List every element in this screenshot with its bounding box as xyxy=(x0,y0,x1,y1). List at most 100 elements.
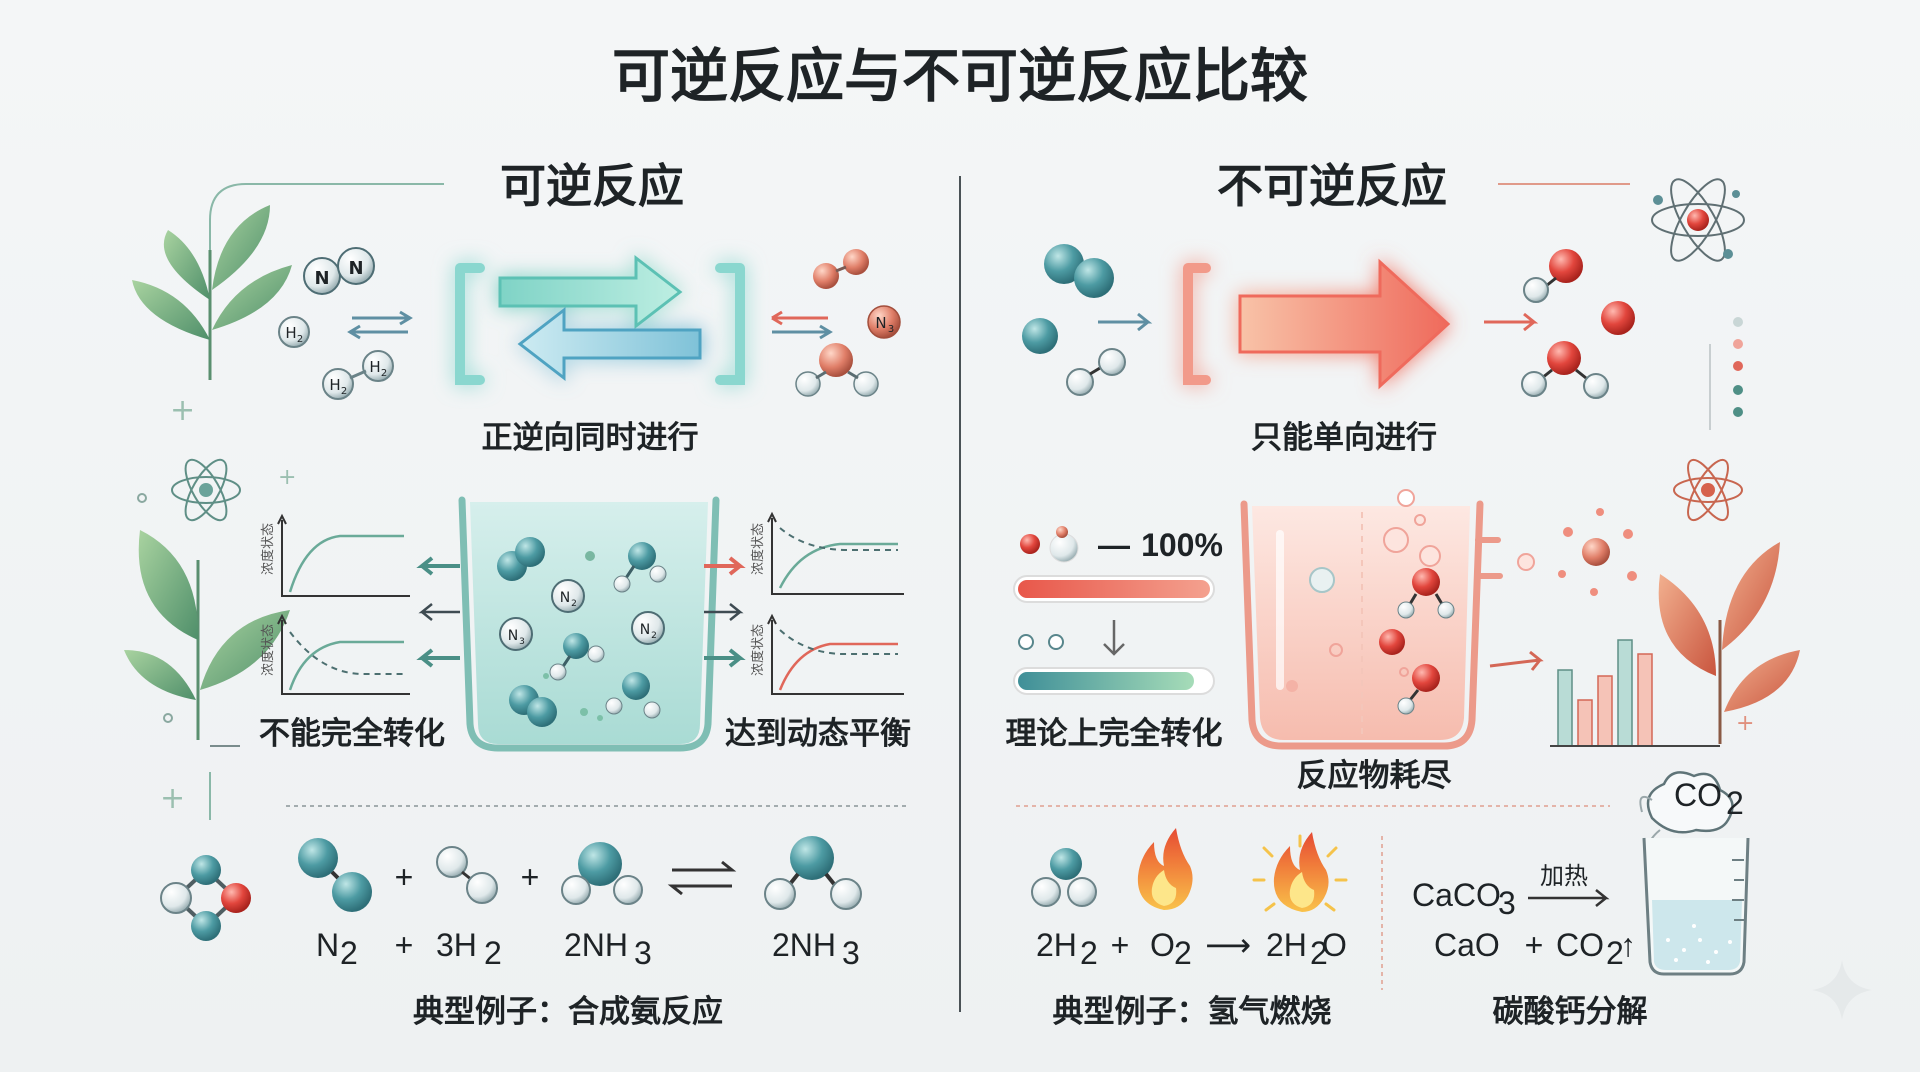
full-conversion-percent: 100% xyxy=(1141,527,1223,563)
svg-text:N: N xyxy=(875,314,886,332)
plus-icon: + xyxy=(278,465,296,490)
svg-text:H: H xyxy=(369,358,380,376)
svg-text:N: N xyxy=(560,590,570,606)
n2-molecule-icon xyxy=(298,838,372,912)
plus-sign: + xyxy=(521,859,540,895)
svg-text:3: 3 xyxy=(634,935,652,971)
small-double-arrow-icon xyxy=(771,310,833,340)
water-molecule-icon xyxy=(1523,249,1583,303)
svg-text:N: N xyxy=(348,258,363,279)
molecule-icon xyxy=(1020,534,1040,554)
svg-text:+: + xyxy=(395,927,414,963)
concentration-graph: 浓度状态 xyxy=(750,613,904,695)
svg-text:+: + xyxy=(1525,927,1544,963)
flame-icon xyxy=(1137,828,1193,910)
svg-text:2: 2 xyxy=(1310,935,1328,971)
full-conversion-label: 理论上完全转化 xyxy=(1006,716,1223,752)
mini-bar-chart-icon xyxy=(1550,639,1720,747)
scatter-dots-icon xyxy=(1517,508,1637,596)
dot-icon xyxy=(163,713,173,723)
concentration-graph: 浓度状态 xyxy=(750,511,904,595)
svg-text:2: 2 xyxy=(1606,935,1624,971)
synthesis-equation: N 2 + 3H 2 2NH 3 2NH 3 xyxy=(316,927,860,971)
irreversible-subtitle: 只能单向进行 xyxy=(1251,420,1437,456)
n3-molecule: N 3 xyxy=(867,305,901,339)
svg-text:2: 2 xyxy=(571,599,577,609)
dots-column-icon xyxy=(1733,317,1743,417)
reversible-example: 典型例子：合成氨反应 xyxy=(413,994,723,1030)
molecule-icon xyxy=(1022,318,1058,354)
concentration-graph: 浓度状态 xyxy=(260,513,410,597)
reversible-subtitle: 正逆向同时进行 xyxy=(482,420,699,456)
hydrogen-molecule: H 2 xyxy=(278,316,310,348)
nh3-molecule-icon xyxy=(764,836,862,910)
svg-text:3: 3 xyxy=(1498,885,1516,921)
sparkle-icon xyxy=(1812,960,1872,1020)
plus-icon: + xyxy=(1736,711,1754,736)
svg-text:N: N xyxy=(314,268,329,289)
plant-icon xyxy=(132,205,292,380)
svg-text:2: 2 xyxy=(1726,785,1744,821)
svg-text:CO: CO xyxy=(1674,777,1722,813)
svg-text:3: 3 xyxy=(842,935,860,971)
svg-text:2: 2 xyxy=(381,368,387,379)
svg-text:2: 2 xyxy=(1174,935,1192,971)
svg-text:2: 2 xyxy=(484,935,502,971)
reversible-heading: 可逆反应 xyxy=(500,159,684,213)
svg-text:N: N xyxy=(640,622,650,638)
svg-text:H: H xyxy=(329,376,340,394)
hydrogen-molecule: H 2 H 2 xyxy=(322,350,394,400)
dash: — xyxy=(1098,527,1130,563)
svg-text:2H: 2H xyxy=(1266,927,1307,963)
ammonia-molecule xyxy=(813,249,869,289)
svg-text:加热: 加热 xyxy=(1540,862,1588,890)
atom-icon xyxy=(1651,178,1745,262)
water-molecule-icon xyxy=(1521,341,1609,399)
svg-text:N: N xyxy=(508,628,518,644)
plant-icon xyxy=(1658,542,1800,744)
ammonia-molecule xyxy=(795,343,879,397)
h2-cluster-icon xyxy=(1031,848,1097,907)
svg-text:2: 2 xyxy=(340,935,358,971)
h2-molecule-icon xyxy=(1066,348,1126,396)
atom-icon xyxy=(1673,458,1743,522)
dot-icon xyxy=(137,493,147,503)
dynamic-equilibrium-label: 达到动态平衡 xyxy=(725,716,911,752)
svg-text:CO: CO xyxy=(1556,927,1604,963)
svg-text:N: N xyxy=(316,927,339,963)
svg-text:H: H xyxy=(285,324,296,342)
molecule-icon xyxy=(1018,634,1034,650)
flow-arrows-icon xyxy=(704,556,746,668)
plant-icon xyxy=(124,530,290,740)
reversible-panel: 可逆反应 + N N H 2 H 2 H 2 xyxy=(124,159,911,1030)
svg-text:O: O xyxy=(1322,927,1347,963)
decomposition-equation: CaCO 3 加热 CaO + CO 2 ↑ xyxy=(1412,862,1636,971)
n2-molecule-icon xyxy=(1044,244,1114,298)
ring-molecule-icon xyxy=(160,855,251,941)
flame-burst-icon xyxy=(1252,832,1348,912)
svg-text:+: + xyxy=(1111,927,1130,963)
svg-text:浓度状态: 浓度状态 xyxy=(260,523,276,575)
svg-text:2: 2 xyxy=(297,334,303,345)
svg-text:2: 2 xyxy=(341,386,347,397)
small-double-arrow-icon xyxy=(347,310,413,340)
decor-line xyxy=(209,183,444,300)
product-bar xyxy=(1013,667,1215,695)
small-arrow-icon xyxy=(1098,312,1153,332)
molecule-icon xyxy=(1048,634,1064,650)
irreversible-heading: 不可逆反应 xyxy=(1217,159,1447,213)
svg-text:浓度状态: 浓度状态 xyxy=(260,624,276,676)
svg-text:CaO: CaO xyxy=(1434,927,1500,963)
small-arrow-icon xyxy=(1489,650,1544,671)
svg-text:浓度状态: 浓度状态 xyxy=(750,523,766,575)
plus-sign: + xyxy=(395,859,414,895)
irreversible-beaker xyxy=(1240,489,1503,750)
plus-icon: + xyxy=(170,393,195,428)
reactant-exhausted-label: 反应物耗尽 xyxy=(1297,758,1452,794)
irreversible-arrow-icon xyxy=(1183,258,1451,390)
reversible-arrow-icon xyxy=(455,254,745,385)
svg-text:2: 2 xyxy=(651,631,657,641)
atom-icon xyxy=(171,458,241,522)
small-arrow-icon xyxy=(1484,312,1539,332)
